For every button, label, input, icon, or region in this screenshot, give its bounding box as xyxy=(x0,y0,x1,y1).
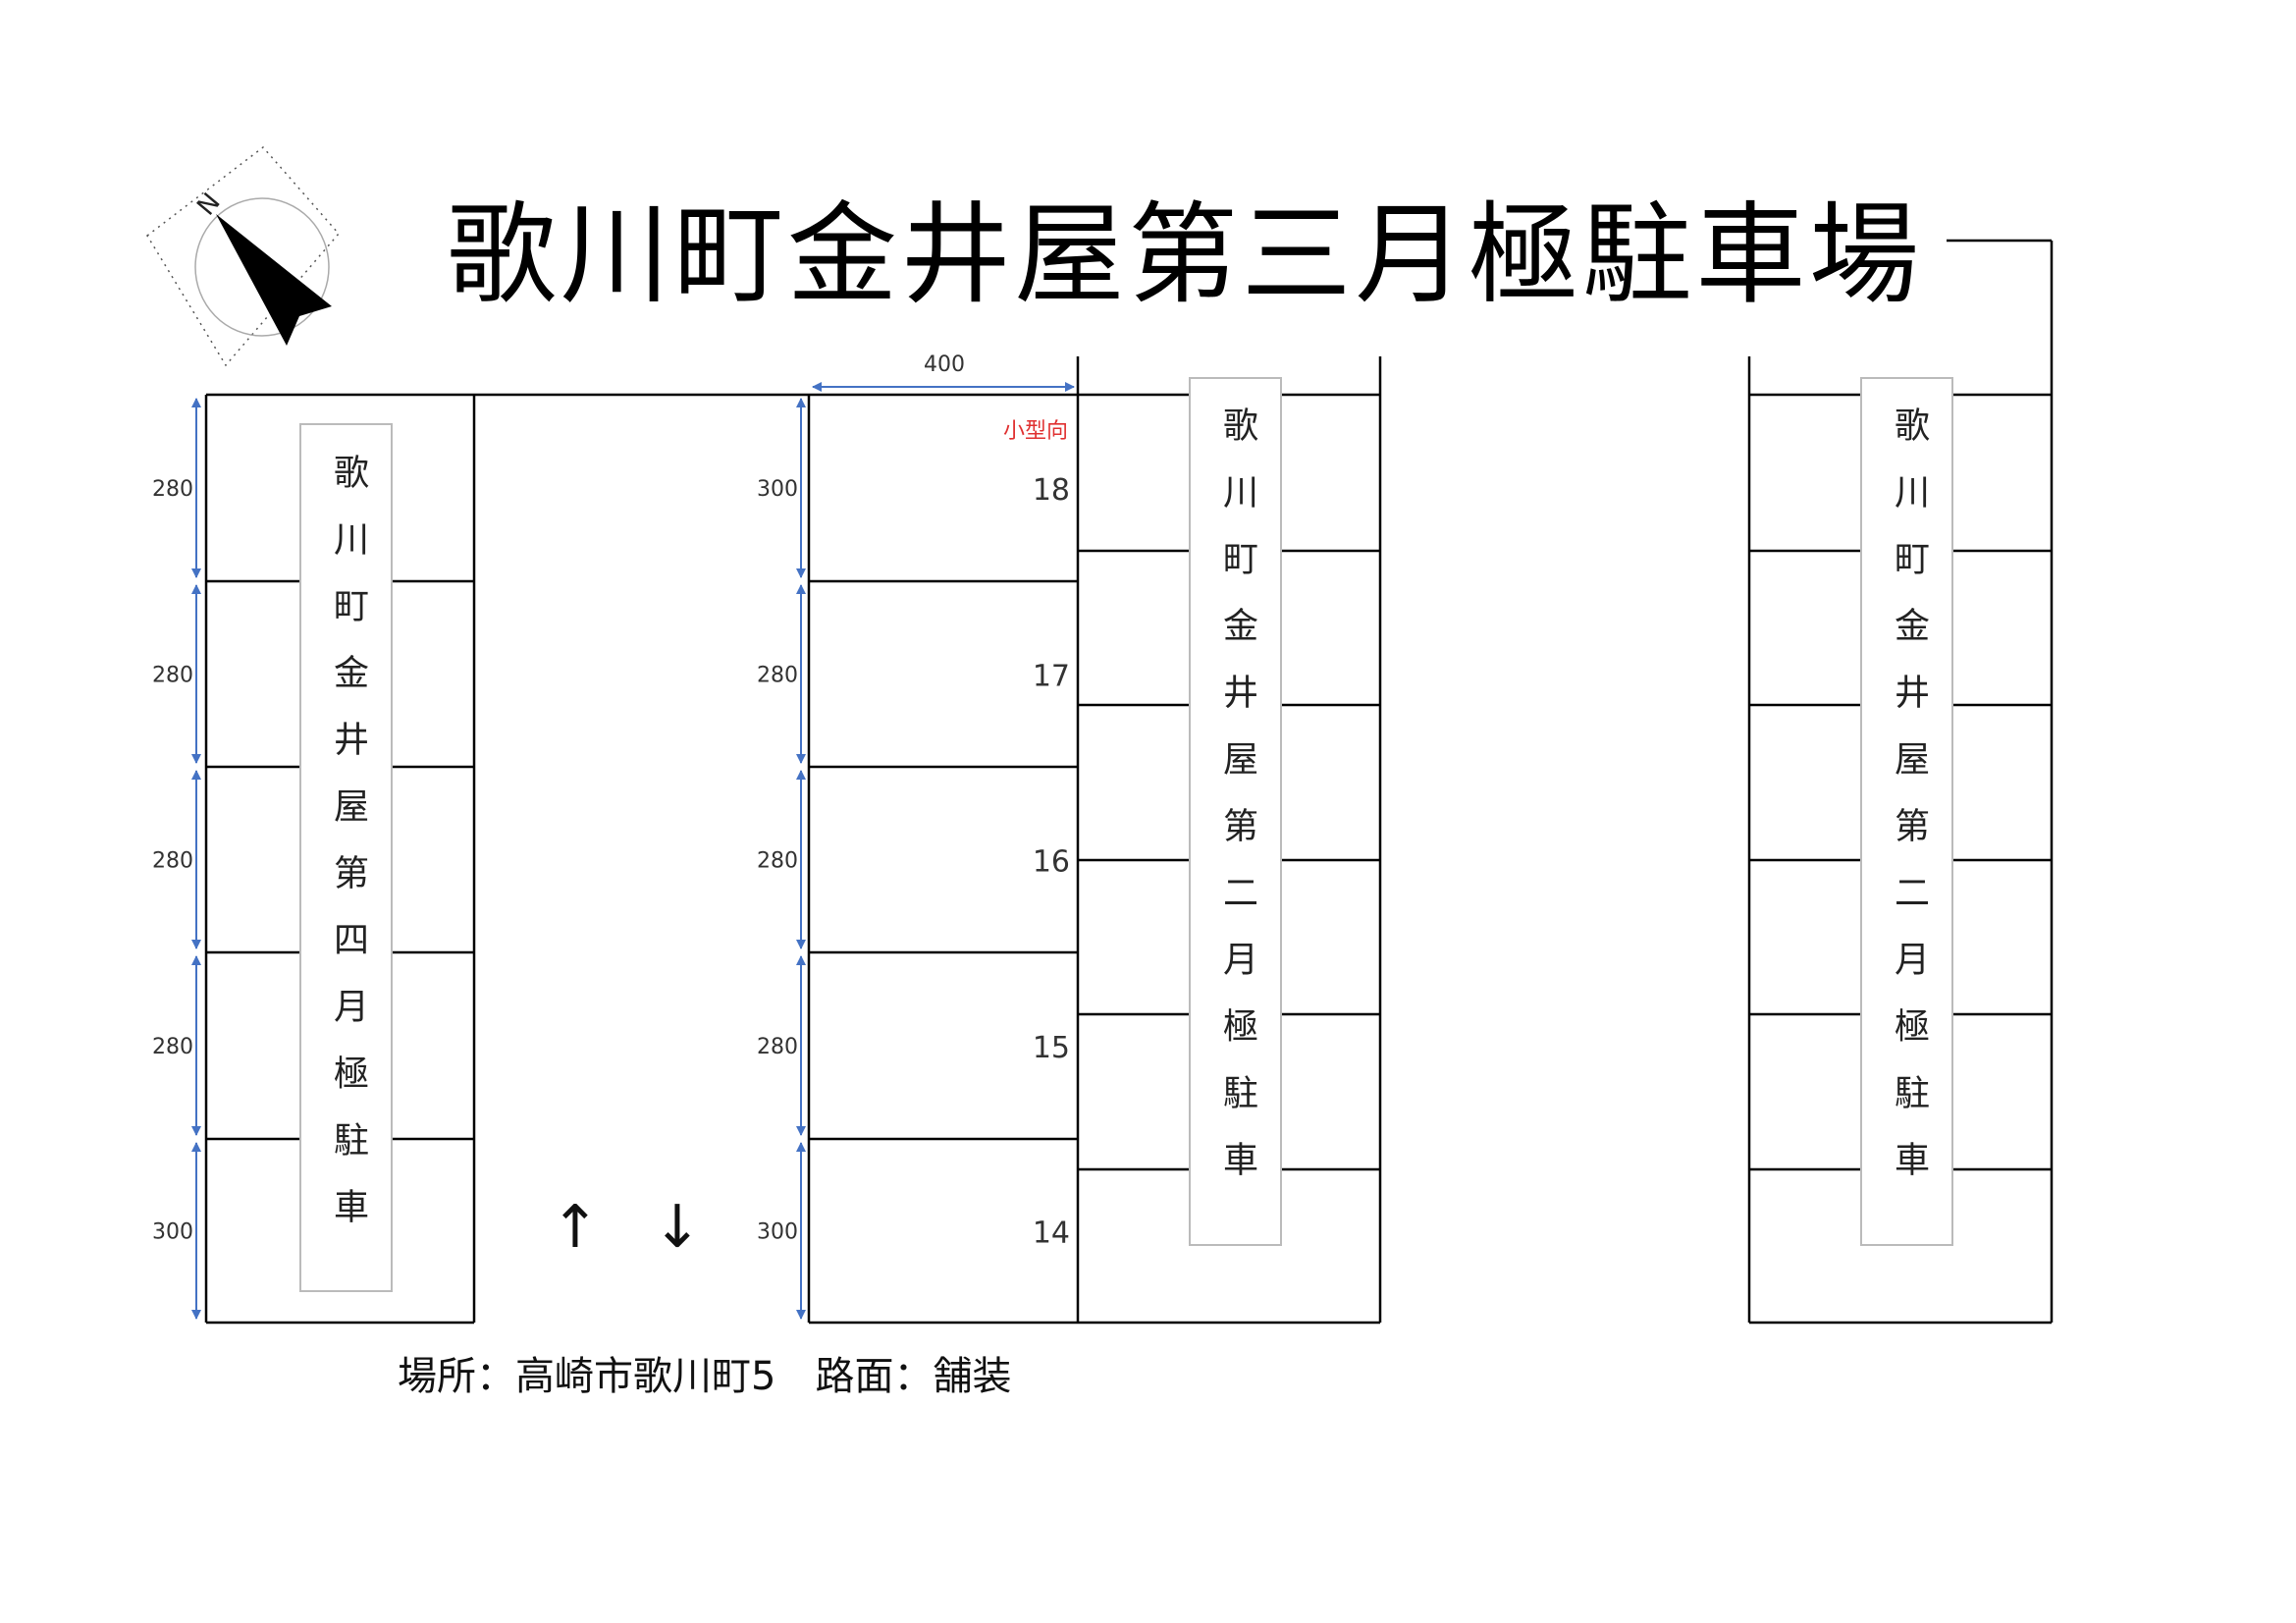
dimension-label: 280 xyxy=(757,849,798,874)
page-title: 歌川町金井屋第三月極駐車場 xyxy=(447,191,1919,319)
down-arrow-icon: ↓ xyxy=(653,1193,702,1262)
center-sign-board xyxy=(1189,377,1282,1246)
dimension-label: 280 xyxy=(152,849,193,874)
location-footer: 場所：高崎市歌川町5 路面：舗装 xyxy=(398,1354,1011,1399)
right-sign-text: 歌川町金井屋第二月極駐車 xyxy=(1889,406,1929,1208)
space-number: 18 xyxy=(1033,473,1070,508)
dimension-label: 300 xyxy=(757,1220,798,1245)
dimension-label: 280 xyxy=(152,664,193,688)
right-sign-board xyxy=(1860,377,1953,1246)
north-label: N xyxy=(191,188,226,221)
dimension-label: 280 xyxy=(152,1035,193,1059)
space-number: 15 xyxy=(1033,1031,1070,1065)
space-number: 16 xyxy=(1033,845,1070,880)
width-dimension-label: 400 xyxy=(924,352,965,377)
dimension-label: 280 xyxy=(152,477,193,502)
left-sign-board xyxy=(299,423,393,1292)
compass-icon: N xyxy=(146,145,340,367)
up-arrow-icon: ↑ xyxy=(551,1193,600,1262)
center-sign-text: 歌川町金井屋第二月極駐車 xyxy=(1217,406,1257,1208)
small-car-note: 小型向 xyxy=(1003,419,1068,444)
dimension-label: 300 xyxy=(152,1220,193,1245)
space-number: 17 xyxy=(1033,660,1070,694)
space-number: 14 xyxy=(1033,1217,1070,1251)
dimension-label: 300 xyxy=(757,477,798,502)
dimension-label: 280 xyxy=(757,1035,798,1059)
left-sign-text: 歌川町金井屋第四月極駐車 xyxy=(328,454,368,1255)
dimension-label: 280 xyxy=(757,664,798,688)
